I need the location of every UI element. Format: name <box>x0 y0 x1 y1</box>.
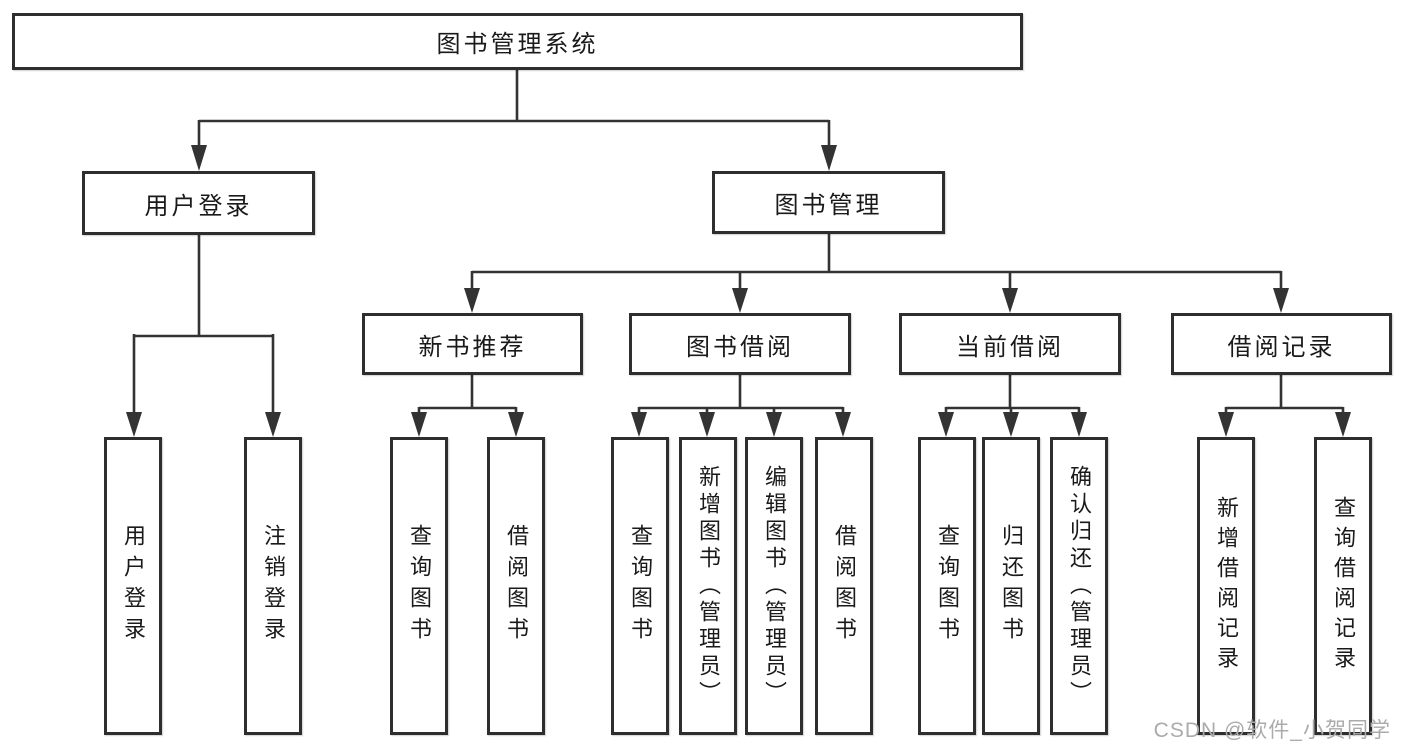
node-leaf-add-book-admin-label: 新增图书（管理员） <box>696 464 721 708</box>
node-book-management: 图书管理 <box>712 171 945 234</box>
node-book-borrow-label: 图书借阅 <box>686 333 794 361</box>
watermark-text: CSDN @软件_小贺同学 <box>1153 719 1391 742</box>
node-leaf-return-books-label: 归还图书 <box>999 524 1024 648</box>
node-leaf-user-login-label: 用户登录 <box>121 524 146 648</box>
node-library-system: 图书管理系统 <box>12 13 1023 70</box>
node-leaf-borrow-books: 借阅图书 <box>815 437 873 735</box>
node-book-borrow: 图书借阅 <box>629 313 851 375</box>
node-borrow-records-label: 借阅记录 <box>1227 333 1336 361</box>
node-leaf-confirm-return-admin: 确认归还（管理员） <box>1050 437 1108 735</box>
node-leaf-query-books-recommend-label: 查询图书 <box>407 524 432 648</box>
node-new-book-recommend-label: 新书推荐 <box>418 333 527 361</box>
node-leaf-borrow-books-recommend-label: 借阅图书 <box>504 524 529 648</box>
node-new-book-recommend: 新书推荐 <box>362 313 583 375</box>
node-leaf-add-borrow-record-label: 新增借阅记录 <box>1214 496 1239 676</box>
node-leaf-return-books: 归还图书 <box>982 437 1040 735</box>
node-leaf-query-books-borrow: 查询图书 <box>611 437 669 735</box>
node-leaf-query-borrow-record: 查询借阅记录 <box>1314 437 1372 735</box>
node-current-borrow: 当前借阅 <box>899 313 1121 375</box>
node-leaf-query-books-recommend: 查询图书 <box>390 437 448 735</box>
node-leaf-confirm-return-admin-label: 确认归还（管理员） <box>1067 464 1092 708</box>
node-borrow-records: 借阅记录 <box>1171 313 1392 375</box>
node-current-borrow-label: 当前借阅 <box>956 333 1064 361</box>
node-leaf-add-borrow-record: 新增借阅记录 <box>1197 437 1255 735</box>
node-leaf-borrow-books-recommend: 借阅图书 <box>487 437 545 735</box>
node-library-system-label: 图书管理系统 <box>436 31 599 58</box>
node-leaf-logout: 注销登录 <box>244 437 302 735</box>
node-leaf-query-books-current: 查询图书 <box>918 437 976 735</box>
node-leaf-query-borrow-record-label: 查询借阅记录 <box>1331 496 1356 676</box>
node-leaf-add-book-admin: 新增图书（管理员） <box>679 437 737 735</box>
node-leaf-query-books-current-label: 查询图书 <box>935 524 960 648</box>
node-leaf-edit-book-admin-label: 编辑图书（管理员） <box>762 464 787 708</box>
node-book-management-label: 图书管理 <box>774 192 883 219</box>
node-leaf-logout-label: 注销登录 <box>261 524 286 648</box>
node-leaf-edit-book-admin: 编辑图书（管理员） <box>745 437 803 735</box>
node-user-login-branch-label: 用户登录 <box>144 192 253 220</box>
node-user-login-branch: 用户登录 <box>82 171 315 235</box>
node-leaf-query-books-borrow-label: 查询图书 <box>628 524 653 648</box>
node-leaf-user-login: 用户登录 <box>104 437 162 735</box>
node-leaf-borrow-books-label: 借阅图书 <box>832 524 857 648</box>
